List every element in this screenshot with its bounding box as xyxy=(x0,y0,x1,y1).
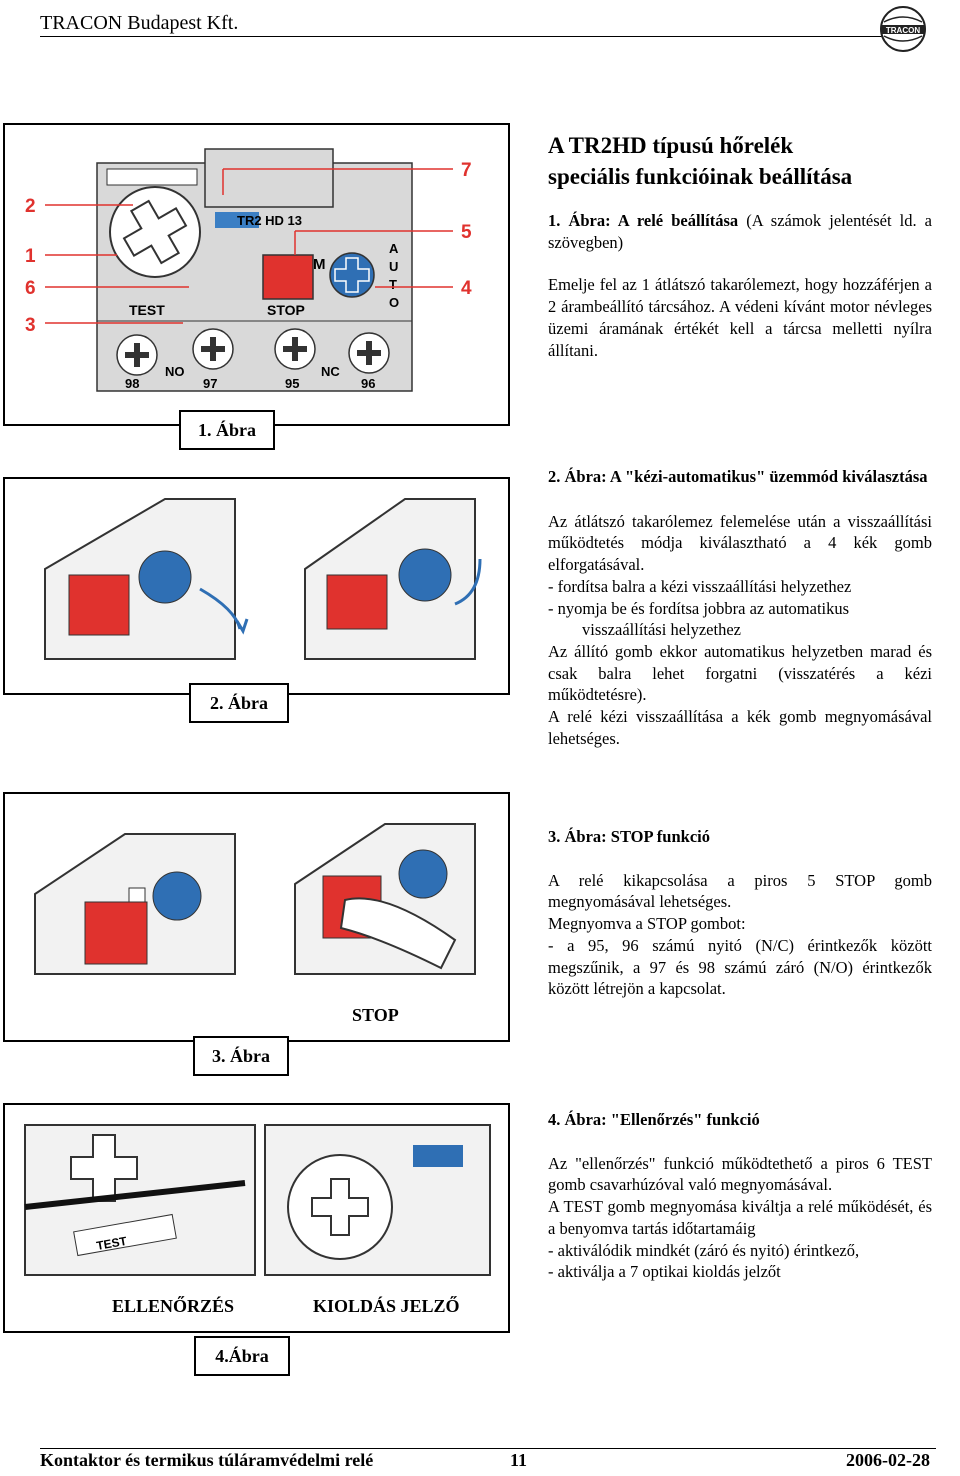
figure2-frame xyxy=(3,477,510,695)
footer-title: Kontaktor és termikus túláramvédelmi rel… xyxy=(40,1450,374,1470)
figure2-illustration xyxy=(44,498,482,660)
no-label: NO xyxy=(165,364,185,379)
section4-title: 4. Ábra: "Ellenőrzés" funkció xyxy=(548,1110,760,1129)
figure3-caption: 3. Ábra xyxy=(193,1036,289,1076)
section4-p3: - aktiválódik mindkét (záró és nyitó) ér… xyxy=(548,1240,860,1260)
section2: 2. Ábra: A "kézi-automatikus" üzemmód ki… xyxy=(548,466,932,749)
section4-p1: Az "ellenőrzés" funkció működtethető a p… xyxy=(548,1153,932,1195)
footer-rule xyxy=(40,1448,936,1449)
section1-title-line1: A TR2HD típusú hőrelék xyxy=(548,133,794,158)
section1-figref-bold: 1. Ábra: A relé beállítása xyxy=(548,211,739,230)
figure3-illustration xyxy=(34,823,476,975)
figure4-frame: TEST xyxy=(3,1103,510,1333)
section1-figref-rest: (A számok jelentését ld. a szövegben) xyxy=(548,211,932,252)
figure1-frame: TR2 HD 13 M A U T O TEST STOP NO NC 98 9… xyxy=(3,123,510,426)
figure2-caption: 2. Ábra xyxy=(189,683,289,723)
callout-5: 5 xyxy=(461,222,472,243)
section3-p3: - a 95, 96 számú nyitó (N/C) érintkezők … xyxy=(548,935,932,999)
callout-1: 1 xyxy=(25,246,36,267)
section4: 4. Ábra: "Ellenőrzés" funkció Az "ellenő… xyxy=(548,1109,932,1283)
section2-item2b: visszaállítási helyzethez xyxy=(582,620,741,640)
callout-7: 7 xyxy=(461,160,472,181)
figure3-right-device xyxy=(294,823,476,975)
stop-label: STOP xyxy=(267,302,305,318)
figure1-caption: 1. Ábra xyxy=(179,410,275,450)
model-label: TR2 HD 13 xyxy=(237,213,302,228)
figure2-right-device xyxy=(304,498,482,660)
section4-p2: A TEST gomb megnyomása kiváltja a relé m… xyxy=(548,1197,932,1238)
terminal-98: 98 xyxy=(125,376,139,391)
section2-item1: - fordítsa balra a kézi visszaállítási h… xyxy=(548,576,852,596)
figure3-frame xyxy=(3,792,510,1042)
section3-title: 3. Ábra: STOP funkció xyxy=(548,827,710,846)
figure2-left-device xyxy=(44,498,249,660)
section2-item2a: - nyomja be és fordítsa jobbra az automa… xyxy=(548,598,850,618)
footer-date: 2006-02-28 xyxy=(846,1450,930,1470)
figure3-left-device xyxy=(34,833,236,975)
figure4-caption: 4.Ábra xyxy=(194,1336,290,1376)
terminal-97: 97 xyxy=(203,376,217,391)
figure4-left-device: TEST xyxy=(24,1124,256,1276)
section1-body: Emelje fel az 1 átlátszó takarólemezt, h… xyxy=(548,275,932,360)
logo-text: TRACON xyxy=(886,26,920,35)
section3-p1: A relé kikapcsolása a piros 5 STOP gomb … xyxy=(548,870,932,912)
figure4-label-right: KIOLDÁS JELZŐ xyxy=(313,1296,460,1316)
tracon-logo: TRACON xyxy=(880,6,926,52)
figure4-test-label: TEST xyxy=(95,1234,128,1253)
section3-p2: Megnyomva a STOP gombot: xyxy=(548,914,746,934)
auto-o: O xyxy=(389,295,399,310)
callout-2: 2 xyxy=(25,196,36,217)
auto-t: T xyxy=(389,277,397,292)
figure4-right-device xyxy=(264,1124,491,1276)
section2-p2: Az állító gomb ekkor automatikus helyzet… xyxy=(548,641,932,705)
terminal-95: 95 xyxy=(285,376,299,391)
figure1-illustration: TR2 HD 13 M A U T O TEST STOP NO NC 98 9… xyxy=(25,148,472,392)
section2-p3: A relé kézi visszaállítása a kék gomb me… xyxy=(548,707,932,748)
auto-a: A xyxy=(389,241,399,256)
figure3-stop-label: STOP xyxy=(352,1005,399,1025)
section2-title: 2. Ábra: A "kézi-automatikus" üzemmód ki… xyxy=(548,467,928,486)
section1-figref: 1. Ábra: A relé beállítása (A számok jel… xyxy=(548,210,932,253)
section2-p1: Az átlátszó takarólemez felemelése után … xyxy=(548,511,932,575)
footer-page-number: 11 xyxy=(510,1450,528,1470)
test-label: TEST xyxy=(129,302,165,318)
nc-label: NC xyxy=(321,364,340,379)
figure4-label-left: ELLENŐRZÉS xyxy=(112,1296,235,1316)
callout-4: 4 xyxy=(461,278,472,299)
header-company: TRACON Budapest Kft. xyxy=(40,12,239,34)
header-rule xyxy=(40,36,920,37)
terminal-96: 96 xyxy=(361,376,375,391)
auto-u: U xyxy=(389,259,398,274)
finger-illustration xyxy=(339,897,457,970)
callout-3: 3 xyxy=(25,315,36,336)
section3: 3. Ábra: STOP funkció A relé kikapcsolás… xyxy=(548,826,932,1000)
section1-title-line2: speciális funkcióinak beállítása xyxy=(548,164,853,189)
m-label: M xyxy=(313,256,326,273)
stop-button-illustration xyxy=(262,254,314,300)
figure4-illustration: TEST xyxy=(24,1124,491,1276)
section1: A TR2HD típusú hőrelék speciális funkció… xyxy=(548,130,932,361)
screwdriver-illustration xyxy=(24,1180,246,1210)
callout-6: 6 xyxy=(25,278,36,299)
section4-p4: - aktiválja a 7 optikai kioldás jelzőt xyxy=(548,1262,781,1282)
